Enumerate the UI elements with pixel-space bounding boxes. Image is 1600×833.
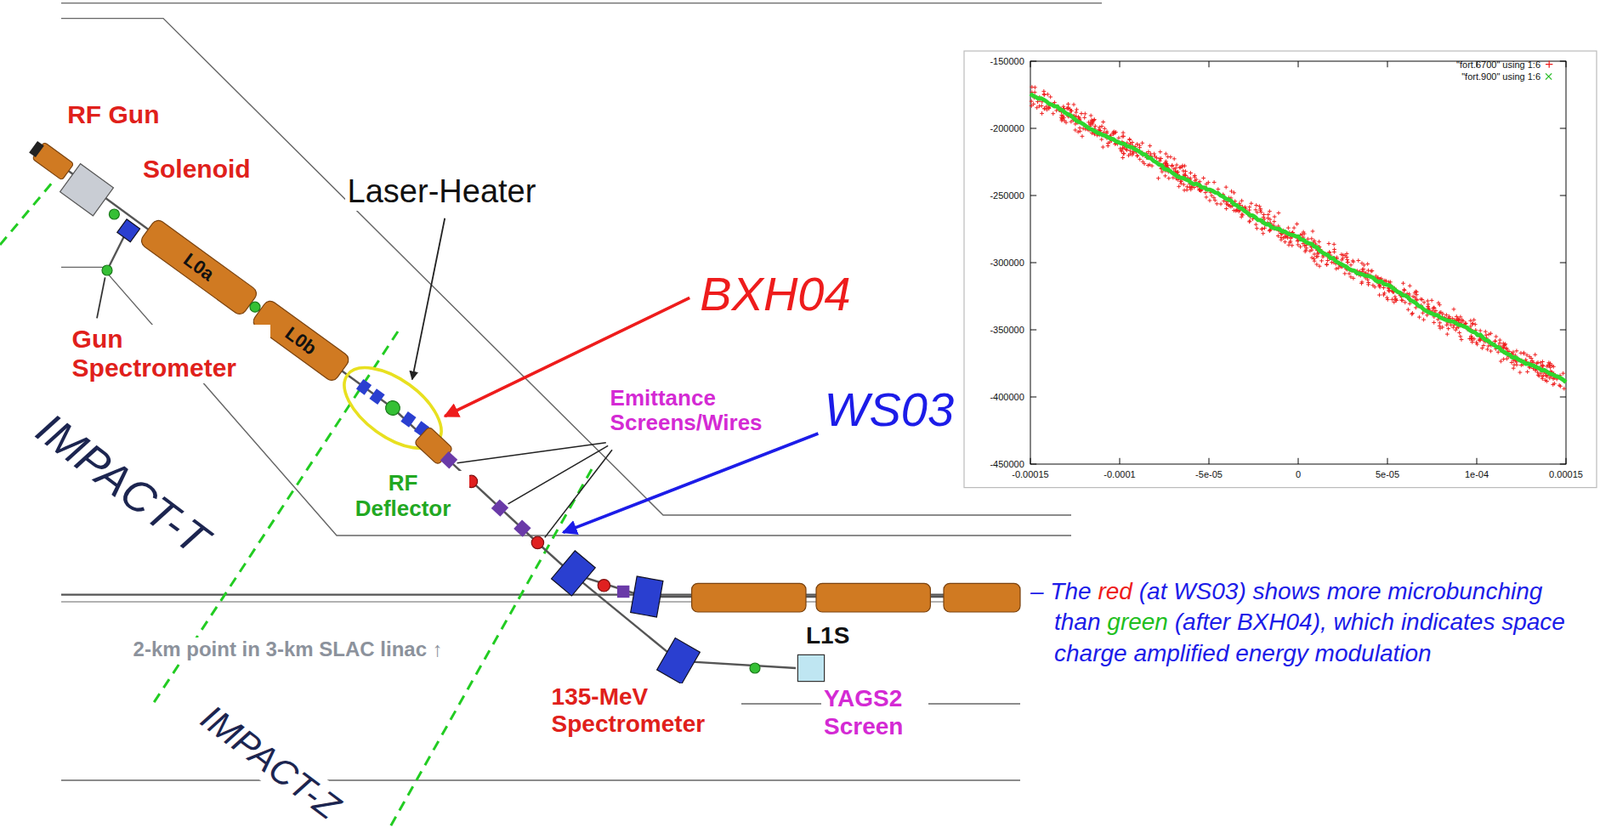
code-label: IMPACT-Z <box>191 696 351 830</box>
note-phrase: green <box>1106 608 1169 636</box>
code-label: IMPACT-T <box>24 402 221 568</box>
tick-label: -200000 <box>989 123 1024 135</box>
component-label: Laser-Heater <box>345 173 540 211</box>
section-label: L1S <box>805 622 850 650</box>
tick-label: -0.0001 <box>1103 469 1135 481</box>
component-label: YAGS2 Screen <box>821 685 929 740</box>
component-label: Gun Spectrometer <box>69 324 271 384</box>
smooth-curve <box>1030 93 1566 382</box>
scatter-plot <box>964 51 1597 488</box>
component-label: RF Gun <box>67 100 159 131</box>
note-phrase: red <box>1097 578 1132 605</box>
tick-label: 0.00015 <box>1548 469 1583 481</box>
leader-lines <box>412 218 819 539</box>
component-label: Emittance Screens/Wires <box>610 385 781 437</box>
tick-label: 0 <box>1295 469 1301 481</box>
tick-label: -150000 <box>989 56 1024 68</box>
location-note: 2-km point in 3-km SLAC linac ↑ <box>130 637 446 662</box>
tick-label: -400000 <box>989 391 1024 403</box>
note-text: – Thered(at WS03) shows more microbunchi… <box>1030 576 1590 670</box>
beamline <box>27 138 1021 685</box>
tick-label: -0.00015 <box>1011 469 1049 481</box>
tick-label: -300000 <box>989 257 1024 269</box>
tick-label: -450000 <box>989 459 1024 471</box>
tick-label: 5e-05 <box>1375 469 1400 481</box>
component-label: Solenoid <box>142 154 251 185</box>
component-label: 135-MeV Spectrometer <box>549 683 742 738</box>
tick-label: -250000 <box>989 190 1024 202</box>
tick-label: 1e-04 <box>1464 469 1489 481</box>
tick-label: -5e-05 <box>1195 469 1223 481</box>
legend-entry: "fort.6700" using 1:6 <box>1456 58 1541 70</box>
note-phrase: – The <box>1030 578 1092 605</box>
scatter-points <box>1029 85 1566 392</box>
component-label: RF Deflector <box>336 470 470 522</box>
code-boundary <box>0 181 592 832</box>
axis-ticks <box>1030 61 1566 465</box>
tick-label: -350000 <box>989 324 1024 336</box>
tunnel-walls <box>61 3 1102 781</box>
legend-entry: "fort.900" using 1:6 <box>1461 71 1541 83</box>
location-label: BXH04 <box>699 266 851 322</box>
location-label: WS03 <box>824 382 955 437</box>
